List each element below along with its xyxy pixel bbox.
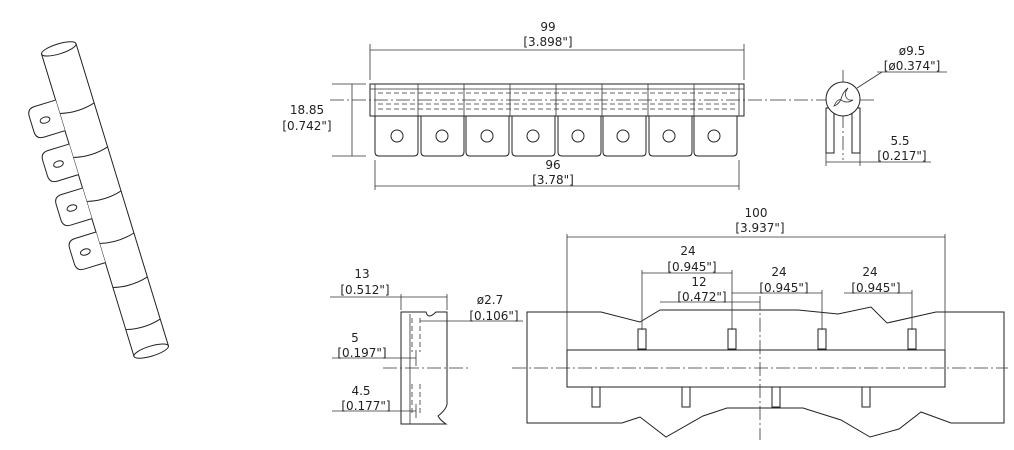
dimension-tab-span: 96 [3.78"] xyxy=(374,158,740,190)
dim-text-in: [0.217"] xyxy=(877,149,926,163)
dim-text-in: [0.945"] xyxy=(851,281,900,295)
dim-text-mm: 18.85 xyxy=(290,103,324,117)
dim-text-mm: 24 xyxy=(862,265,877,279)
dimension-pitch-c: 24 [0.945"] xyxy=(844,265,913,330)
dim-text-in: [0.472"] xyxy=(677,290,726,304)
dimension-height: 18.85 [0.742"] xyxy=(282,83,366,157)
dimension-offset: 12 [0.472"] xyxy=(660,275,760,304)
dim-text-in: [3.78"] xyxy=(532,173,574,187)
dimension-overall-length: 99 [3.898"] xyxy=(369,20,745,80)
end-view: 13 [0.512"] ø2.7 [0.106"] 5 [0.197"] 4.5… xyxy=(330,267,523,425)
dimension-pitch-a: 24 [0.945"] xyxy=(641,244,733,330)
dim-text-mm: 5 xyxy=(351,331,359,345)
dim-text-mm: 96 xyxy=(545,158,560,172)
dim-text-mm: 24 xyxy=(680,244,695,258)
dimension-hole: ø2.7 [0.106"] xyxy=(420,293,523,323)
side-view: ø9.5 [ø0.374"] 5.5 [0.217"] xyxy=(772,44,947,166)
dim-text-mm: 13 xyxy=(354,267,369,281)
dim-text-in: [3.898"] xyxy=(523,35,572,49)
dim-text-mm: 4.5 xyxy=(351,384,370,398)
dim-text-mm: 12 xyxy=(691,275,706,289)
dim-text-mm: ø9.5 xyxy=(899,44,925,58)
dim-text-in: [0.512"] xyxy=(340,283,389,297)
dimension-leaf-gap: 5.5 [0.217"] xyxy=(825,134,931,166)
dim-text-in: [ø0.374"] xyxy=(884,59,941,73)
dim-text-in: [0.945"] xyxy=(759,281,808,295)
dim-text-in: [3.937"] xyxy=(735,221,784,235)
dimension-width: 13 [0.512"] xyxy=(330,267,448,310)
dim-text-in: [0.197"] xyxy=(337,346,386,360)
holes-top xyxy=(637,328,917,350)
dim-text-in: [0.742"] xyxy=(282,119,331,133)
dimension-diameter: ø9.5 [ø0.374"] xyxy=(856,44,947,89)
dimension-edge-a: 5 [0.197"] xyxy=(332,331,417,366)
dimension-overall: 100 [3.937"] xyxy=(566,206,946,350)
front-view: 99 [3.898"] 18.85 [0.742"] 96 [3.78"] xyxy=(282,20,772,190)
dim-text-mm: 5.5 xyxy=(890,134,909,148)
dim-text-mm: 24 xyxy=(771,265,786,279)
dim-text-mm: 99 xyxy=(540,20,555,34)
front-tabs xyxy=(374,116,738,157)
holes-bottom xyxy=(591,386,871,408)
dim-text-mm: 100 xyxy=(745,206,768,220)
dimension-pitch-b: 24 [0.945"] xyxy=(732,265,823,330)
dimension-edge-b: 4.5 [0.177"] xyxy=(332,384,417,418)
dim-text-in: [0.945"] xyxy=(667,260,716,274)
isometric-view xyxy=(28,41,170,359)
dim-text-in: [0.106"] xyxy=(469,309,518,323)
dim-text-mm: ø2.7 xyxy=(477,293,503,307)
dim-text-in: [0.177"] xyxy=(341,399,390,413)
plan-view: 100 [3.937"] 24 [0.945"] 12 [0.472"] 24 … xyxy=(512,206,1008,440)
